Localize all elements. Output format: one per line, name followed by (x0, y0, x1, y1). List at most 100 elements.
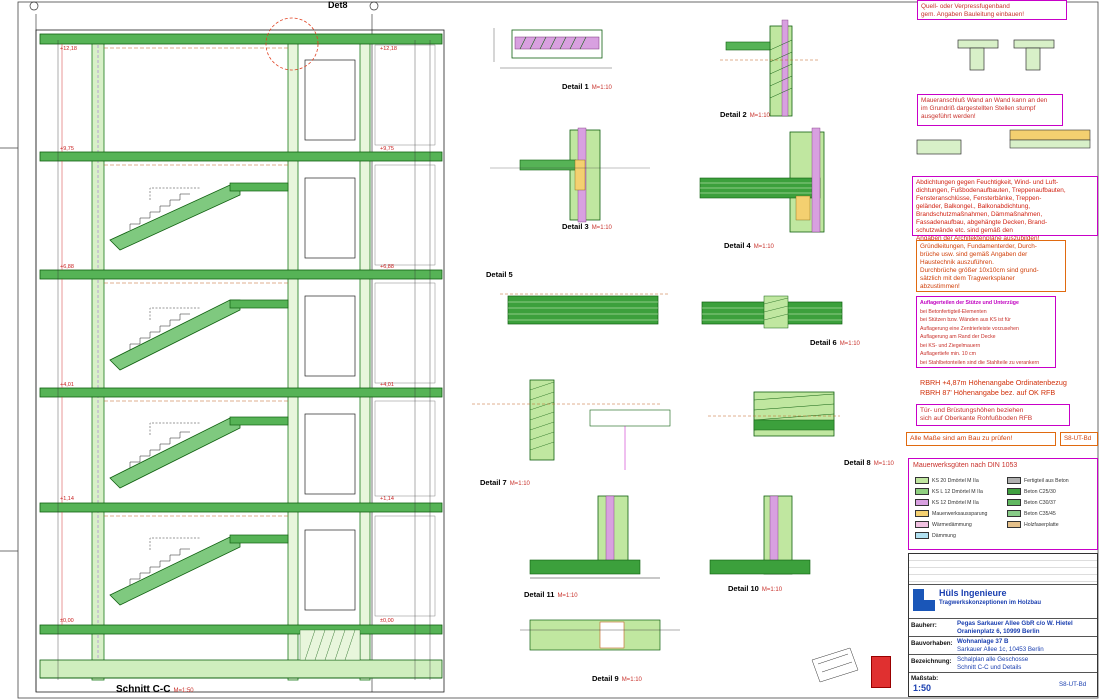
legend-label: Mauerwerksaussparung (932, 511, 988, 517)
note-line: RBRH 87' Höhenangabe bez. auf OK RFB (920, 388, 1056, 397)
note-line: Durchbrüche größer 10x10cm sind grund- (920, 267, 1039, 274)
plan-number: S8-UT-Bd (1059, 681, 1087, 688)
detail-scale: M=1:10 (873, 461, 894, 467)
detail-scale: M=1:10 (749, 113, 770, 119)
detail-label: Detail 6 (810, 338, 837, 347)
note-line: Fassadenaufbau, abgehängte Decken, Brand… (916, 219, 1048, 226)
legend-swatch (915, 499, 929, 506)
detail-8-drawing (708, 391, 840, 437)
legend-swatch (915, 521, 929, 528)
legend-swatch (1007, 510, 1021, 517)
detail-scale: M=1:10 (509, 481, 530, 487)
mini-detail-wall (916, 129, 1091, 155)
detail-label: Detail 5 (486, 270, 513, 279)
note-line: bei Betonfertigteil-Elementen (920, 308, 987, 315)
note-line: dichtungen, Fußbodenaufbauten, Treppenau… (916, 187, 1066, 194)
svg-text:+4,01: +4,01 (380, 382, 394, 388)
legend-swatch (915, 510, 929, 517)
detail-6-drawing (701, 295, 843, 329)
detail-label: Detail 11 (524, 590, 555, 599)
bez-val: Schalplan alle Geschosse (957, 656, 1029, 663)
svg-text:+4,01: +4,01 (60, 382, 74, 388)
detail-1-drawing (493, 28, 612, 69)
legend-swatch (1007, 499, 1021, 506)
vorhaben-row: Bauvorhaben: Wohnanlage 37 B Sarkauer Al… (909, 636, 1097, 655)
note-line: Quell- oder Verpressfugenband (921, 3, 1010, 10)
note-line: S8-UT-Bd (1064, 435, 1092, 442)
legend-swatch (915, 477, 929, 484)
detail-scale: M=1:10 (557, 593, 578, 599)
detail-4-drawing (699, 127, 825, 233)
legend-label: Beton C35/45 (1024, 511, 1056, 517)
section-c-c: +12,18 +9,75 +6,88 +4,01 +1,14 ±0,00 +12… (35, 14, 445, 693)
detail-label: Detail 1 (562, 82, 589, 91)
bauherr-row: Bauherr: Pegas Sarkauer Allee GbR c/o W.… (909, 618, 1097, 637)
legend-label: KS L 12 Dmörtel M IIa (932, 489, 983, 495)
stamp-mark (871, 656, 891, 688)
note-line: Angaben der Architektenpläne auszubilden… (916, 235, 1040, 242)
legend-label: Wärmedämmung (932, 522, 972, 528)
detail-scale: M=1:10 (591, 85, 612, 91)
legend-label: Beton C25/30 (1024, 489, 1056, 495)
section-scale: M=1:50 (173, 688, 194, 694)
note-line: ausgeführt werden! (921, 113, 976, 120)
note-masse-code: S8-UT-Bd (1060, 432, 1098, 446)
bauherr-key: Bauherr: (911, 622, 937, 629)
detail-label: Detail 2 (720, 110, 747, 119)
detail-scale: M=1:10 (591, 225, 612, 231)
massstab-val: 1:50 (913, 683, 932, 693)
detail-label: Detail 4 (724, 241, 751, 250)
note-line: im Grundriß dargestellten Stellen stumpf (921, 105, 1036, 112)
note-line: Abdichtungen gegen Feuchtigkeit, Wind- u… (916, 179, 1059, 186)
vorhaben-addr: Sarkauer Allee 1c, 10453 Berlin (957, 646, 1044, 653)
det8-label: Det8 (328, 0, 348, 10)
svg-text:+1,14: +1,14 (380, 496, 394, 502)
note-line: Auflagerung am Rand der Decke (920, 334, 996, 340)
note-line: RBRH +4,87m Höhenangabe Ordinatenbezug (920, 378, 1067, 387)
note-auflager: Auflagerteilen der Stütze und Unterzüge … (916, 296, 1056, 368)
note-line: sich auf Oberkante Rohfußboden RFB (920, 415, 1033, 422)
legend-swatch (1007, 477, 1021, 484)
note-fugenband: Quell- oder Verpressfugenband gem. Angab… (917, 0, 1067, 20)
note-line: Auflagerteilen der Stütze und Unterzüge (920, 300, 1019, 306)
detail-label: Detail 8 (844, 458, 871, 467)
legend-swatch (1007, 488, 1021, 495)
legend-label: Fertigteil aus Beton (1024, 478, 1069, 484)
detail-11-drawing (529, 495, 660, 579)
detail-label: Detail 10 (728, 584, 759, 593)
vorhaben-key: Bauvorhaben: (911, 640, 953, 647)
bauherr-addr: Oranienplatz 6, 10999 Berlin (957, 628, 1040, 635)
svg-text:+9,75: +9,75 (380, 146, 394, 152)
revision-row (909, 554, 1097, 584)
detail-10-drawing (709, 495, 811, 575)
legend-label: Holzfaserplatte (1024, 522, 1059, 528)
detail-7-drawing (472, 379, 671, 470)
detail-5-label: Detail 5 (486, 270, 516, 279)
bez-row: Bezeichnung: Schalplan alle Geschosse Sc… (909, 654, 1097, 673)
note-masse: Alle Maße sind am Bau zu prüfen! (906, 432, 1056, 446)
svg-text:+12,18: +12,18 (60, 46, 77, 52)
detail-3-drawing (490, 127, 650, 223)
detail-9-drawing (520, 619, 680, 651)
legend-swatch (915, 532, 929, 539)
note-line: Brandschutzmaßnahmen, Dämmaßnahmen, (916, 211, 1043, 218)
svg-text:+6,88: +6,88 (380, 264, 394, 270)
note-line: Fensteranschlüsse, Fensterbänke, Treppen… (916, 195, 1042, 202)
detail-scale: M=1:10 (753, 244, 774, 250)
note-line: geländer, Balkongel., Balkonabdichtung, (916, 203, 1031, 210)
note-line: gem. Angaben Bauleitung einbauen! (921, 11, 1025, 18)
detail-label: Detail 3 (562, 222, 589, 231)
bez-key: Bezeichnung: (911, 658, 952, 665)
svg-text:+12,18: +12,18 (380, 46, 397, 52)
bauherr-val: Pegas Sarkauer Allee GbR c/o W. Hietel (957, 620, 1073, 627)
note-line: Auflagerung eine Zentrierleiste vorzuseh… (920, 325, 1019, 332)
bez-val-2: Schnitt C-C und Details (957, 664, 1022, 671)
note-hoehen: RBRH +4,87m Höhenangabe Ordinatenbezug R… (920, 378, 1067, 398)
note-maueranschluss: Maueranschluß Wand an Wand kann an den i… (917, 94, 1063, 126)
